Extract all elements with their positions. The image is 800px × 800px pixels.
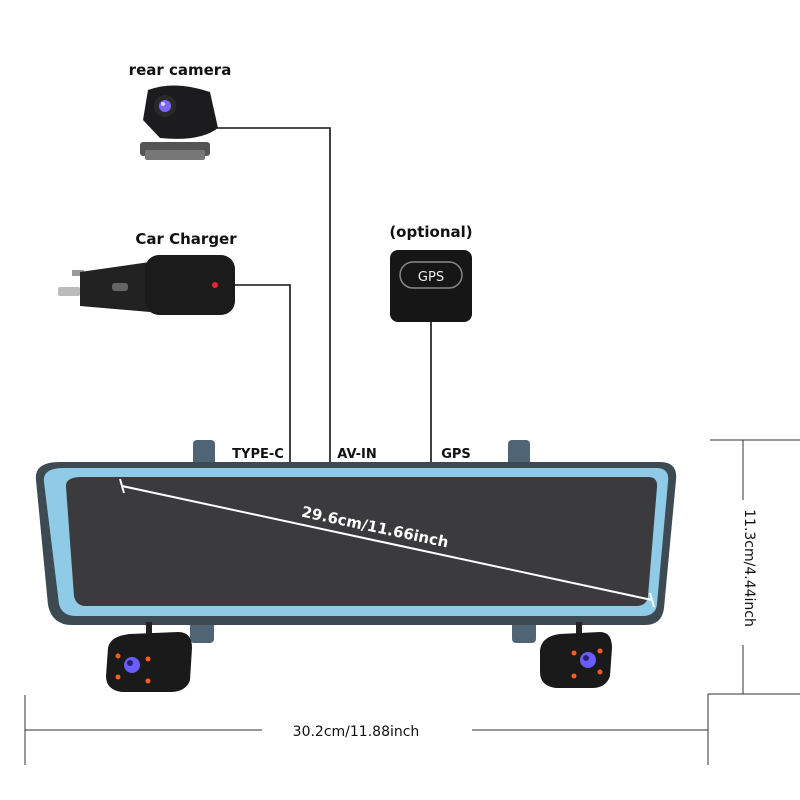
height-label: 11.3cm/4.44inch [741,509,757,627]
port-type-c: TYPE-C [232,447,284,462]
charger-wire [235,284,291,462]
height-dimension: 11.3cm/4.44inch [707,439,800,765]
mirror-screen [65,477,658,606]
gps-module-text: GPS [418,270,444,285]
port-gps: GPS [441,447,471,462]
width-label: 30.2cm/11.88inch [293,724,420,740]
car-charger-icon [58,255,235,315]
port-av-in: AV-IN [337,447,376,462]
rear-camera-wire [215,127,331,462]
width-dimension: 30.2cm/11.88inch [24,695,708,765]
left-camera-icon [106,622,192,692]
rear-camera-label: rear camera [129,61,232,79]
diagonal-line [121,485,653,601]
right-camera-icon [540,622,612,688]
mirror-dashcam: 29.6cm/11.66inch [35,462,677,625]
car-charger-label: Car Charger [135,230,237,248]
gps-module: GPS [390,250,472,322]
optional-label: (optional) [389,223,472,241]
rear-camera-icon [140,85,218,160]
